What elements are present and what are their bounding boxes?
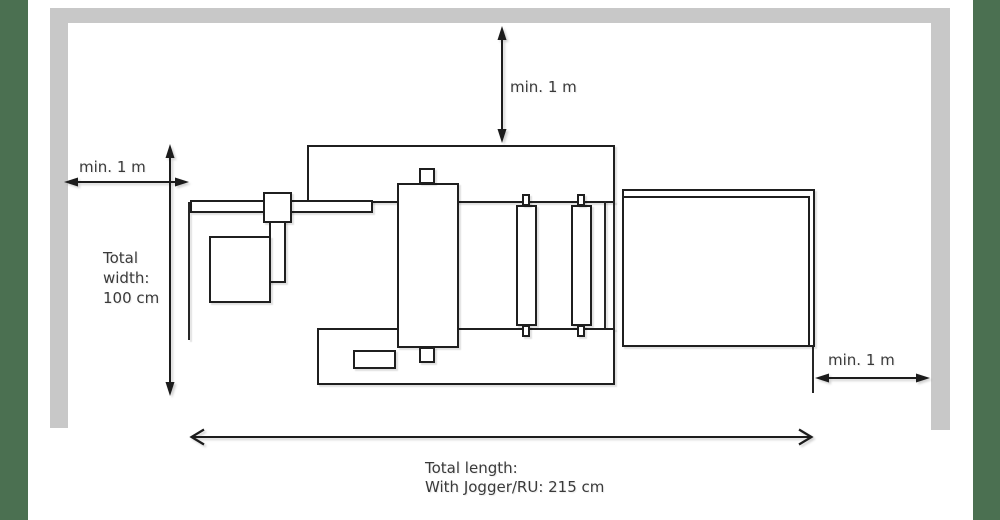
jogger-extension-line	[812, 347, 814, 393]
total-width-label: Total width: 100 cm	[103, 248, 159, 308]
main-unit-knob-bottom	[419, 347, 435, 363]
clearance-left-label: min. 1 m	[79, 158, 146, 176]
side-band-right	[973, 0, 1000, 520]
feeder-tray	[209, 236, 271, 303]
total-length-line-1: Total length:	[425, 459, 518, 477]
roller-1-pin-top	[522, 194, 530, 206]
transport-channel-line-right	[613, 201, 615, 330]
total-width-line-1: Total	[103, 249, 139, 267]
total-width-line-2: width:	[103, 269, 150, 287]
main-unit	[397, 183, 459, 348]
roller-2-pin-bottom	[577, 325, 585, 337]
total-length-line-2: With Jogger/RU: 215 cm	[425, 478, 605, 496]
clearance-right-label: min. 1 m	[828, 351, 895, 369]
side-band-left	[0, 0, 28, 520]
roller-2-pin-top	[577, 194, 585, 206]
arrow-left-clearance	[64, 177, 189, 187]
total-length-label: Total length: With Jogger/RU: 215 cm	[425, 459, 604, 497]
base-slot	[353, 350, 396, 369]
clearance-top-label: min. 1 m	[510, 78, 577, 96]
arrow-top-clearance	[497, 26, 507, 143]
jogger-unit	[622, 189, 815, 347]
total-width-line-3: 100 cm	[103, 289, 160, 307]
wall-top	[50, 8, 950, 23]
arrow-total-length	[189, 428, 814, 446]
arrow-right-clearance	[815, 373, 930, 383]
wall-right	[931, 8, 950, 430]
arrow-total-width	[165, 144, 175, 396]
transport-channel-line-left	[604, 201, 606, 330]
main-unit-knob-top	[419, 168, 435, 184]
jogger-unit-lid-lines	[624, 196, 810, 345]
edge-guide-line	[188, 202, 190, 340]
roller-1-pin-bottom	[522, 325, 530, 337]
machine-back-panel	[307, 145, 615, 203]
wall-left	[50, 8, 68, 428]
